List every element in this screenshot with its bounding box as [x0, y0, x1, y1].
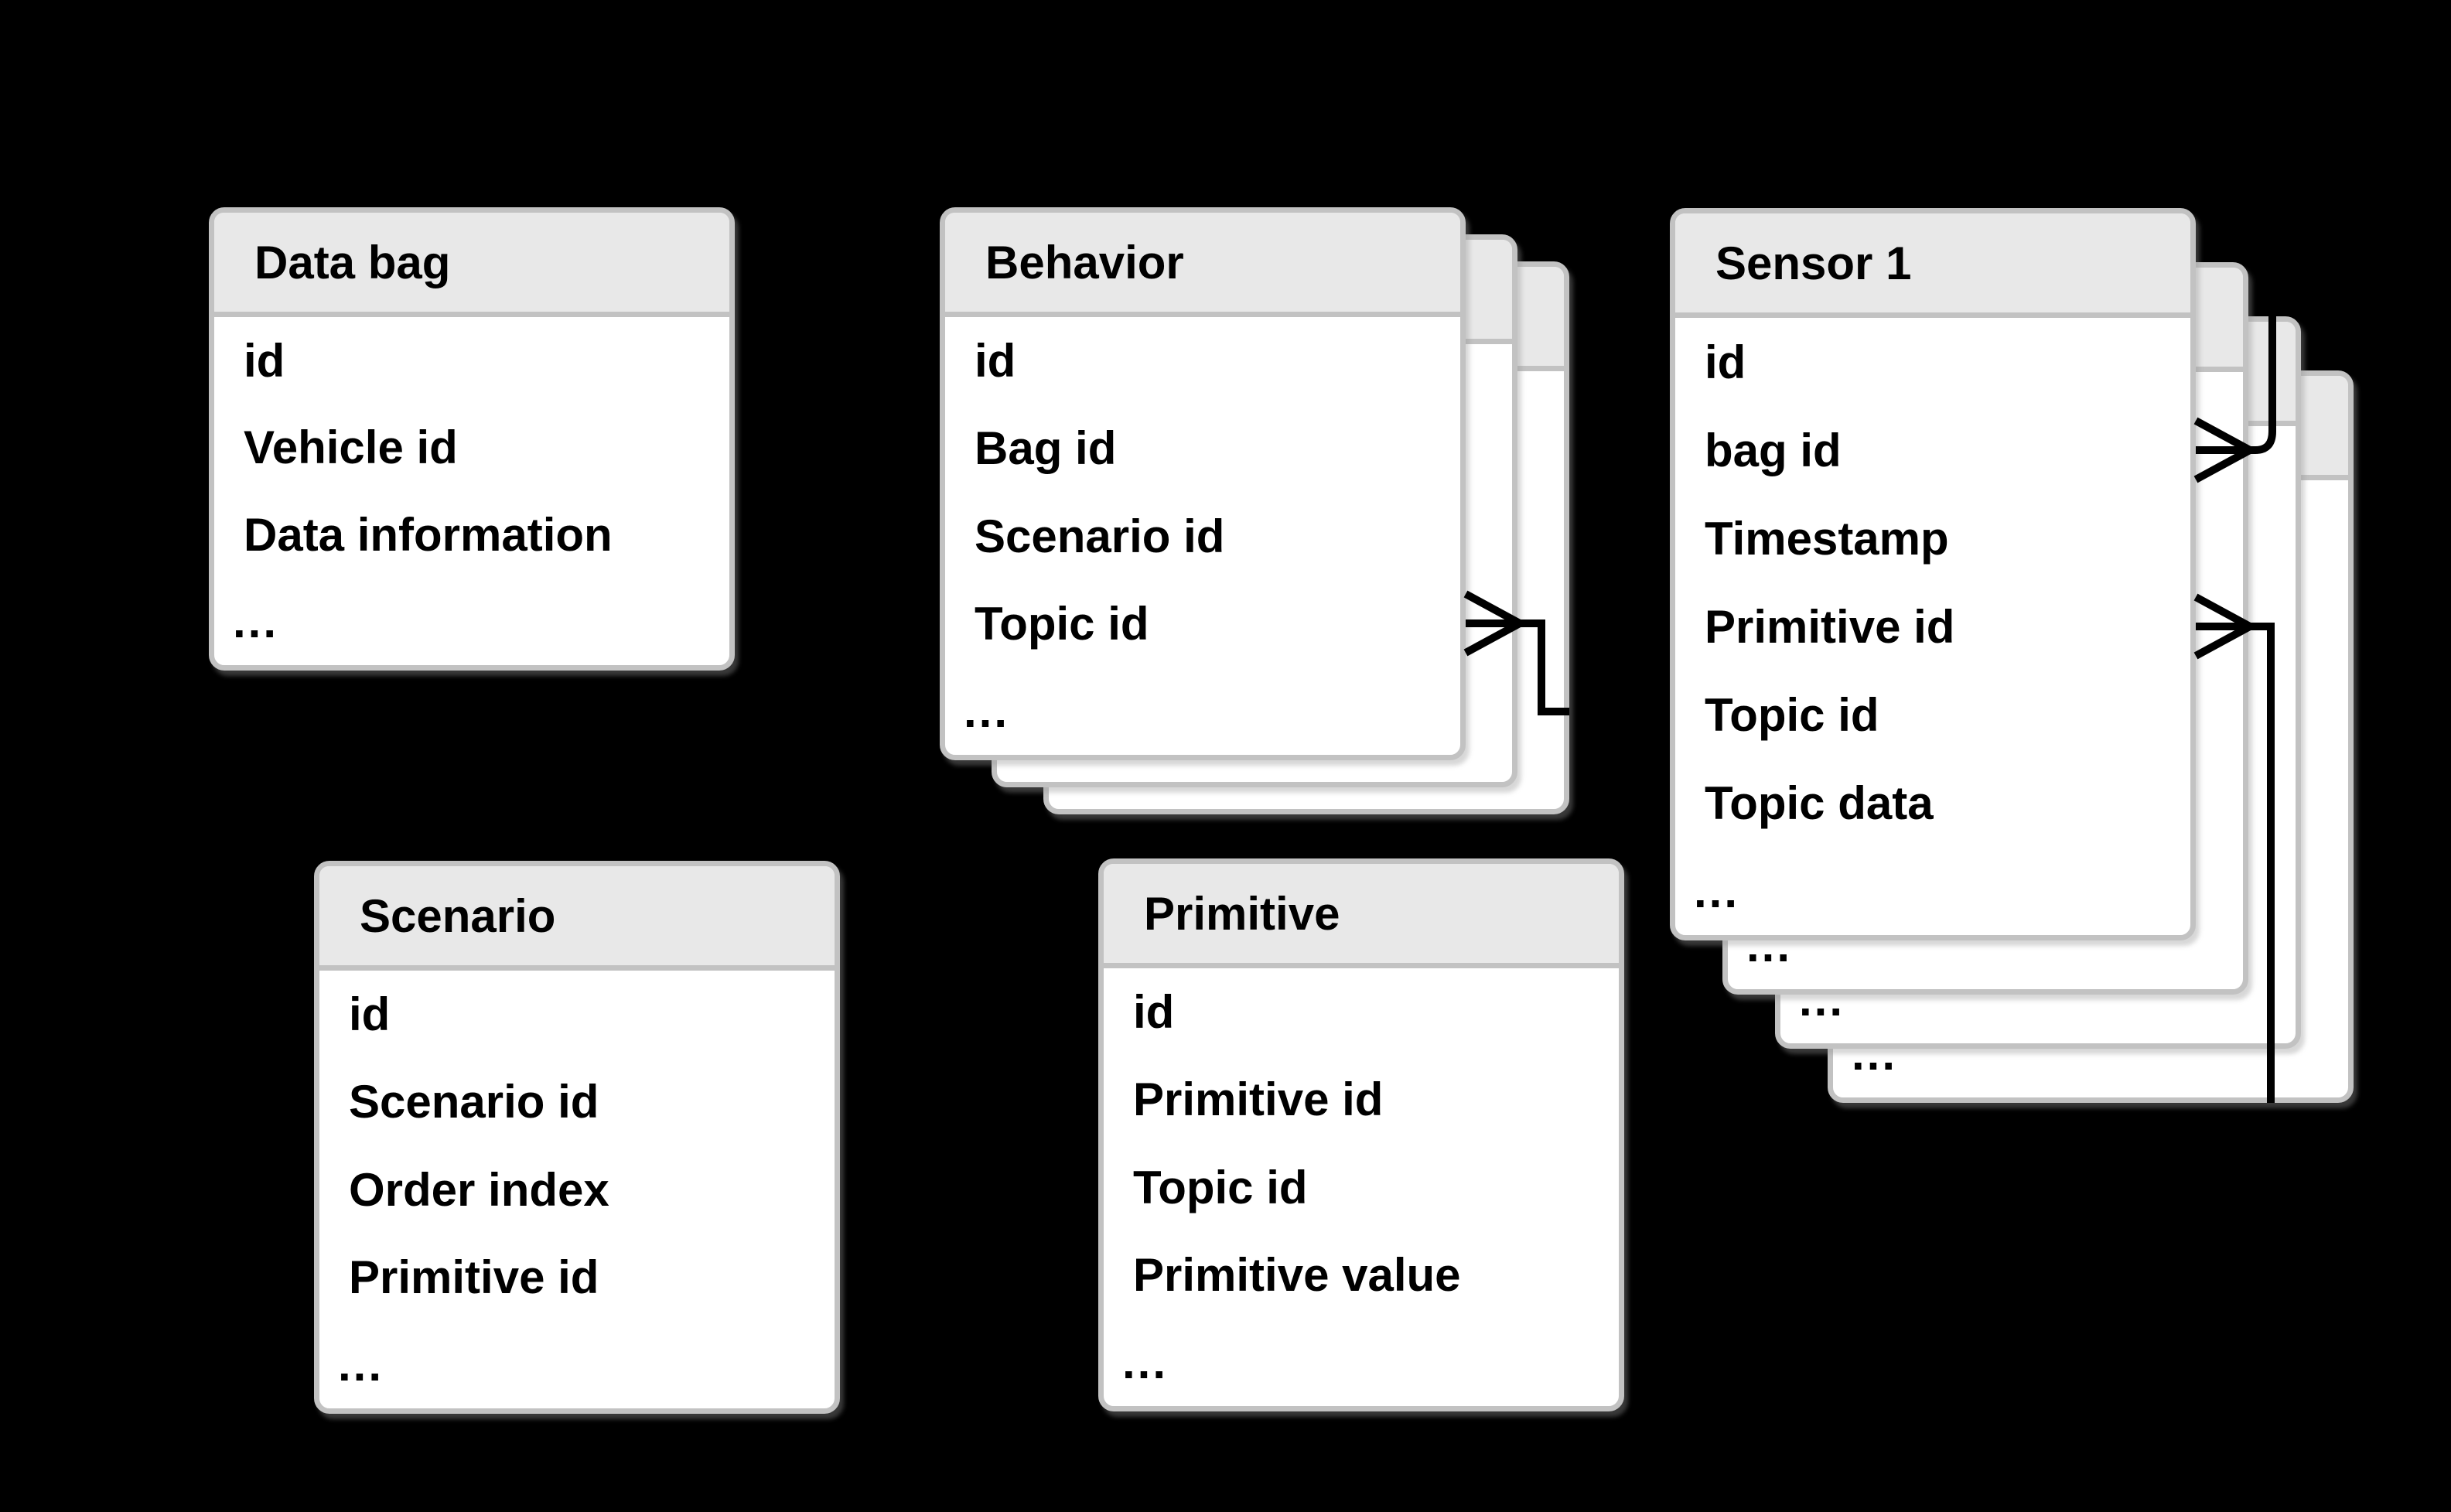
table-title: Behavior [945, 213, 1460, 317]
field-row-ellipsis: ... [338, 1338, 384, 1391]
field-row: Order index [349, 1163, 609, 1216]
field-row: id [975, 335, 1016, 387]
field-row-ellipsis: ... [1122, 1336, 1169, 1388]
field-row-ellipsis: ... [233, 596, 279, 648]
field-row-ellipsis: ... [1694, 865, 1740, 917]
field-row: id [1705, 336, 1746, 388]
field-row: Topic data [1705, 776, 1934, 829]
field-row: Topic id [1133, 1161, 1308, 1213]
table-title: Sensor 1 [1675, 213, 2190, 318]
field-row: Vehicle id [244, 422, 458, 474]
field-row: id [244, 334, 285, 387]
field-row: Primitive id [349, 1251, 599, 1303]
field-row: Primitive value [1133, 1248, 1461, 1301]
field-row: id [349, 988, 391, 1041]
field-row: Topic id [975, 597, 1149, 650]
field-row: Timestamp [1705, 512, 1949, 565]
field-row: id [1133, 986, 1175, 1039]
table-title: Scenario [319, 866, 835, 971]
field-row: Scenario id [975, 510, 1225, 562]
field-row: Topic id [1705, 688, 1879, 741]
field-row: bag id [1705, 424, 1842, 476]
table-title: Primitive [1104, 864, 1619, 968]
field-row: Scenario id [349, 1076, 599, 1128]
field-row: Bag id [975, 422, 1117, 475]
field-row: Primitive id [1133, 1073, 1384, 1126]
table-title: Data bag [214, 213, 729, 317]
field-row: Primitive id [1705, 600, 1955, 653]
field-row-ellipsis: ... [964, 684, 1010, 737]
field-row: Data information [244, 508, 613, 561]
